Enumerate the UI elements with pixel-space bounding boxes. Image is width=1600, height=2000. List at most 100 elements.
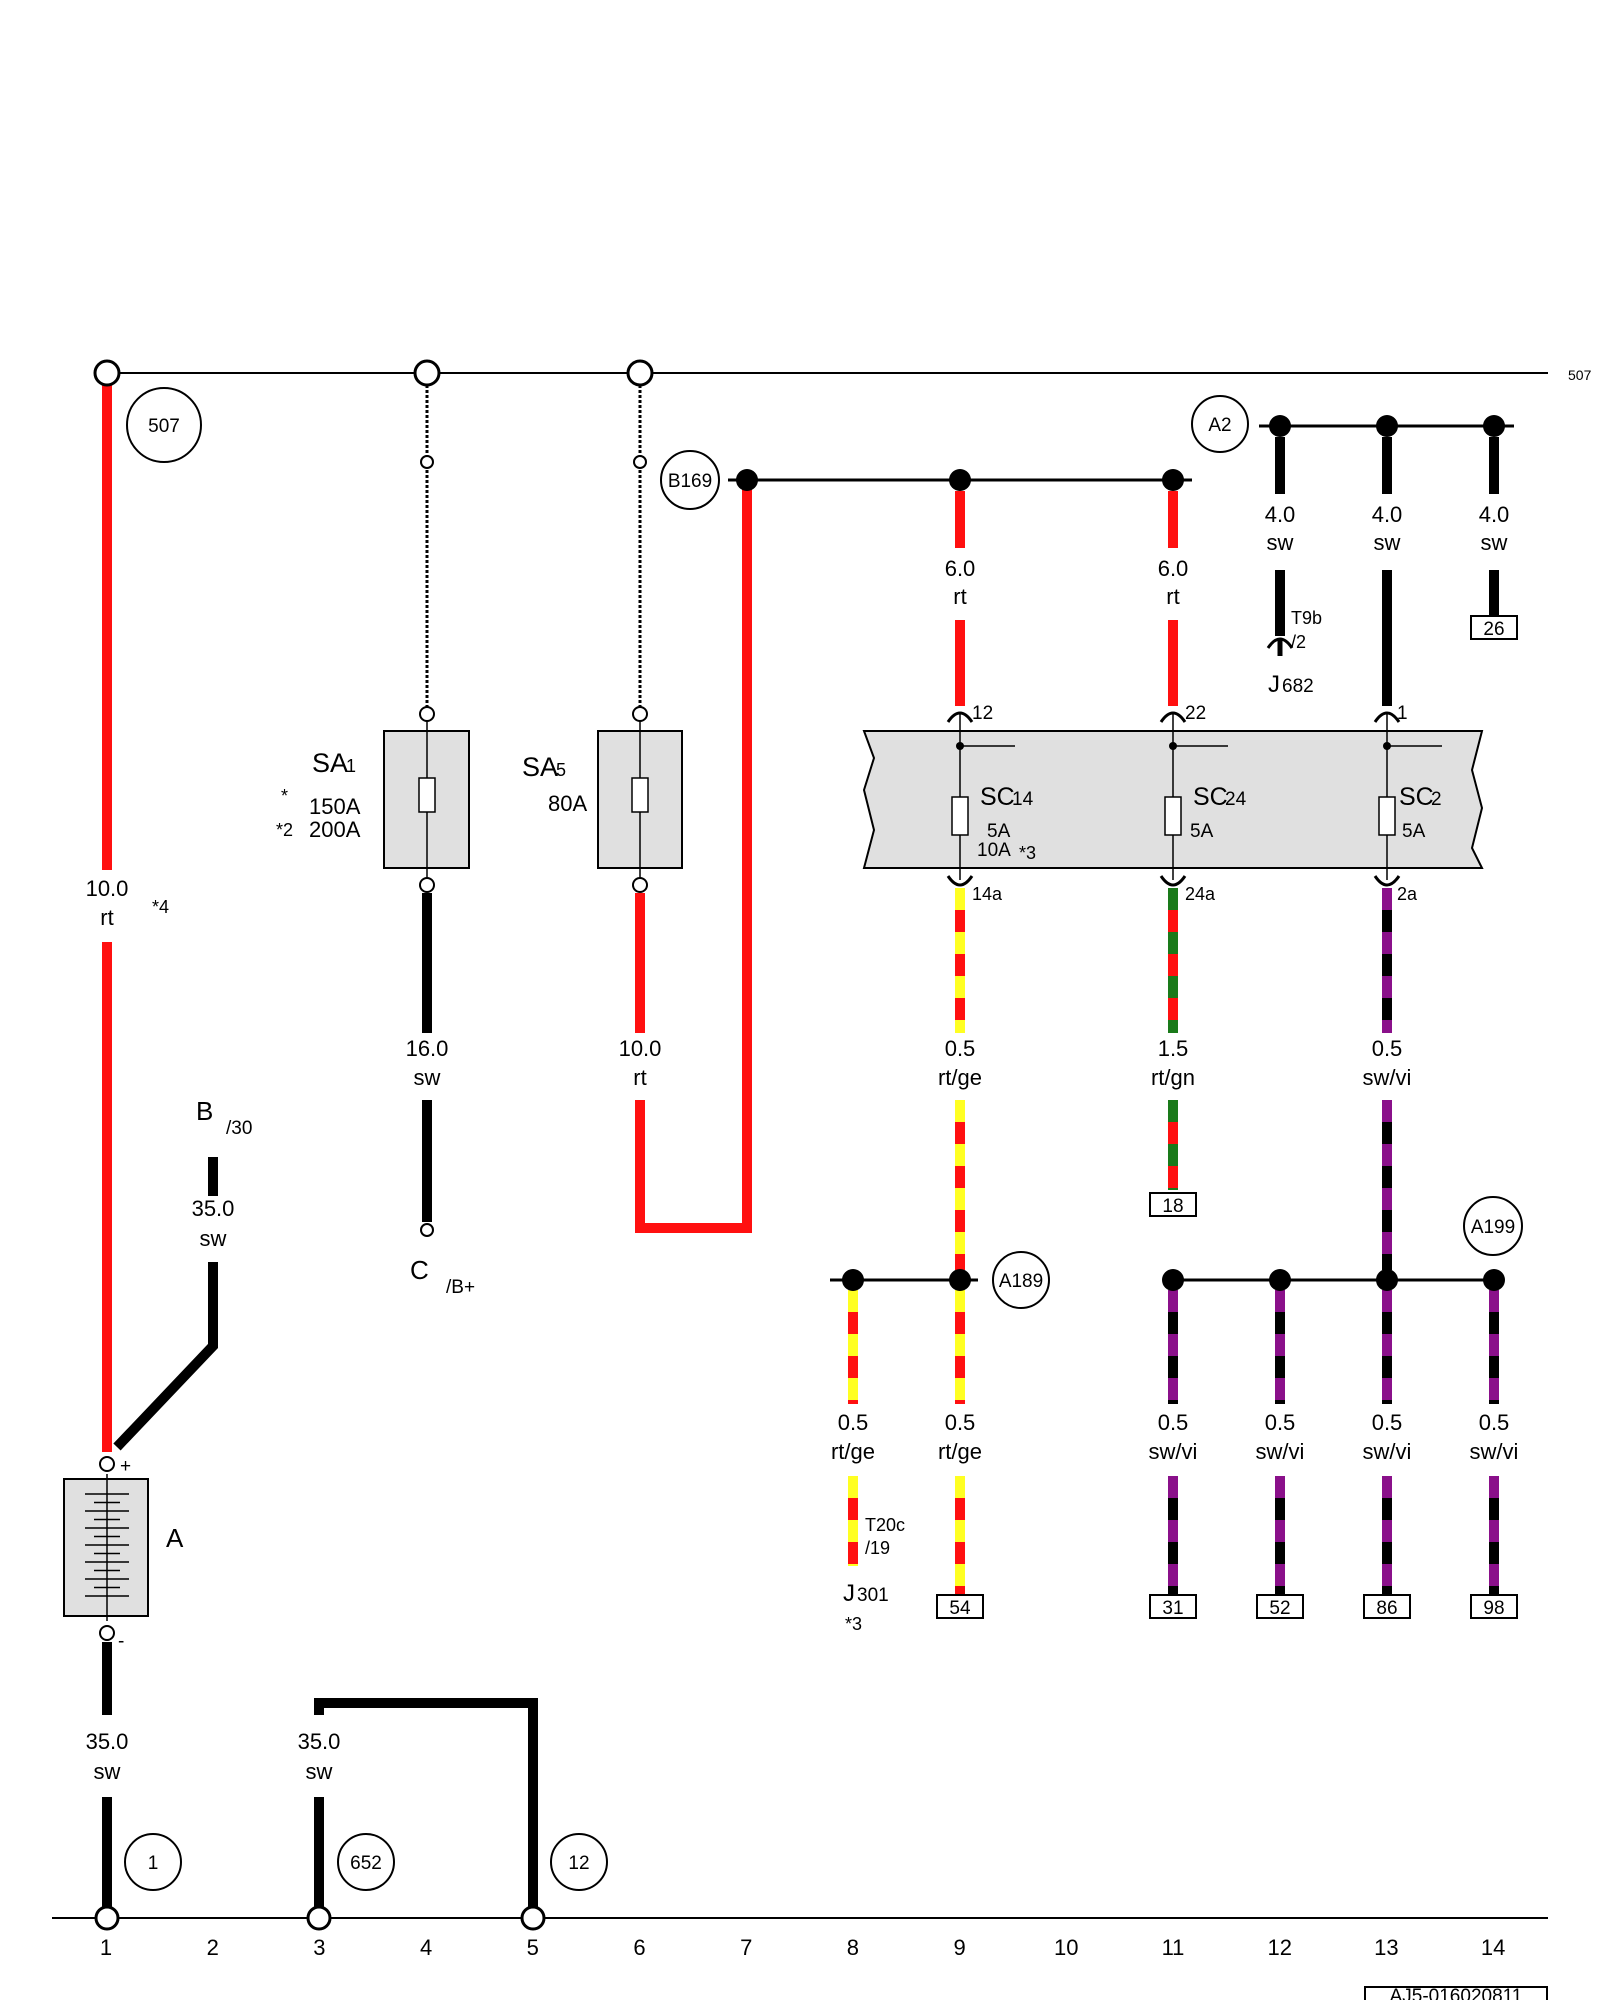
battery-plus: + (120, 1456, 131, 1477)
wire-col11-bottom (1168, 888, 1178, 1033)
wire-color: sw (1481, 530, 1508, 555)
svg-text:1: 1 (148, 1853, 159, 1874)
wire-col11-top: 6.0 rt (1158, 491, 1188, 706)
column-number: 14 (1481, 1935, 1505, 1960)
wire-size: 10.0 (86, 876, 129, 901)
fuse-sc2: 1 SC 2 5A 2a (1373, 703, 1442, 904)
wire-size: 4.0 (1372, 502, 1403, 527)
fuse-sub: 14 (1012, 789, 1034, 810)
column-number: 6 (633, 1935, 645, 1960)
wire-col6: 10.0 rt (619, 480, 752, 1233)
wire-col12-bottom (1275, 1290, 1285, 1404)
battery-label: A (166, 1523, 184, 1553)
ref-box-18: 18 (1149, 1192, 1197, 1217)
wire-size: 0.5 (1158, 1410, 1189, 1435)
a199-node (1162, 1269, 1184, 1291)
fuse-rating-alt: 10A (977, 840, 1011, 861)
fuse-rating: 200A (309, 817, 361, 842)
wire-color: sw/vi (1363, 1065, 1412, 1090)
wire-col12-bottom (1275, 1476, 1285, 1594)
fuse-name: SC (980, 783, 1015, 811)
battery-minus-terminal (99, 1625, 115, 1641)
wire-color: sw (414, 1065, 441, 1090)
ground-node-col1 (94, 1905, 120, 1931)
fuse-sa1: SA 1 * 150A *2 200A (276, 721, 470, 878)
fuse-note: * (281, 786, 288, 806)
fuse-note: *3 (1019, 843, 1036, 863)
wire-size: 0.5 (945, 1036, 976, 1061)
top-node-col1 (93, 359, 121, 387)
circle-ref-a189: A189 (992, 1251, 1050, 1309)
ref-box-54: 54 (936, 1594, 984, 1619)
j301-num: 301 (857, 1585, 889, 1606)
wire-col14-top: 4.0 sw (1479, 437, 1509, 616)
a2-node (1269, 415, 1291, 437)
wire-col2: 35.0 sw (113, 1157, 235, 1451)
fuse-sc14: 12 SC 14 5A 10A *3 14a (946, 703, 1036, 904)
pin-label: 2a (1397, 884, 1418, 904)
j682-pin: /2 (1291, 632, 1306, 652)
pin-label: 22 (1185, 703, 1206, 724)
wire-size: 1.5 (1158, 1036, 1189, 1061)
wire-col4: 16.0 sw (406, 893, 449, 1222)
wire-col1-bottom: 35.0 sw (86, 1642, 128, 1910)
wire-size: 35.0 (298, 1729, 341, 1754)
b169-node (736, 469, 758, 491)
wire-col9-mid (955, 888, 965, 1033)
column-number: 10 (1054, 1935, 1078, 1960)
wire-size: 0.5 (838, 1410, 869, 1435)
j301-note: *3 (845, 1614, 862, 1634)
wire-col9-top: 6.0 rt (945, 491, 976, 706)
page-ref: 507 (1568, 367, 1592, 383)
wire-col8 (848, 1290, 858, 1404)
wire-size: 6.0 (945, 556, 976, 581)
fuse-link-joint (419, 706, 435, 722)
ground-node-col5 (520, 1905, 546, 1931)
a199-node (1269, 1269, 1291, 1291)
svg-text:B169: B169 (668, 471, 712, 492)
svg-text:507: 507 (148, 416, 180, 437)
connector-j301: T20c /19 J 301 *3 (843, 1515, 905, 1634)
column-number: 1 (100, 1935, 112, 1960)
circle-ref-1: 1 (124, 1833, 182, 1891)
circle-ref-b169: B169 (660, 450, 720, 510)
fuse-sa5-out (632, 877, 648, 893)
column-number: 3 (313, 1935, 325, 1960)
striped-wires (848, 888, 1499, 1594)
a189-node (949, 1269, 971, 1291)
wire-color: sw (1374, 530, 1401, 555)
svg-text:A199: A199 (1471, 1217, 1515, 1238)
wire-size: 35.0 (192, 1196, 235, 1221)
b169-node (1162, 469, 1184, 491)
svg-text:54: 54 (949, 1598, 971, 1619)
b169-node (949, 469, 971, 491)
j682-num: 682 (1282, 676, 1314, 697)
battery-a: A + - (63, 1456, 184, 1652)
column-number: 11 (1162, 1935, 1185, 1960)
top-node-col6 (626, 359, 654, 387)
a199-node (1483, 1269, 1505, 1291)
top-node-col4 (413, 359, 441, 387)
wire-col3: 35.0 sw (298, 1698, 538, 1910)
pin-label: 12 (972, 703, 993, 724)
terminal-c-label: C (410, 1255, 429, 1285)
j301-pin: /19 (865, 1538, 890, 1558)
wire-color: rt/gn (1151, 1065, 1195, 1090)
wire-color: sw (306, 1759, 333, 1784)
svg-text:A2: A2 (1208, 415, 1231, 436)
fuse-name: SC (1399, 783, 1434, 811)
svg-text:52: 52 (1269, 1598, 1290, 1619)
wire-size: 16.0 (406, 1036, 449, 1061)
wire-col14-bottom (1489, 1476, 1499, 1594)
terminal-c-node (420, 1223, 434, 1237)
fuse-sc24: 22 SC 24 5A 24a (1159, 703, 1247, 904)
wire-size: 10.0 (619, 1036, 662, 1061)
wire-size: 0.5 (1479, 1410, 1510, 1435)
wire-col9-bottom (955, 1476, 965, 1594)
fuse-link-joint (632, 706, 648, 722)
j682-connector: T9b (1291, 608, 1322, 628)
fuse-name: SA (522, 752, 558, 782)
wire-color: rt/ge (938, 1439, 982, 1464)
wire-col1-top: 10.0 rt *4 (86, 384, 169, 1452)
wire-size: 0.5 (1372, 1410, 1403, 1435)
